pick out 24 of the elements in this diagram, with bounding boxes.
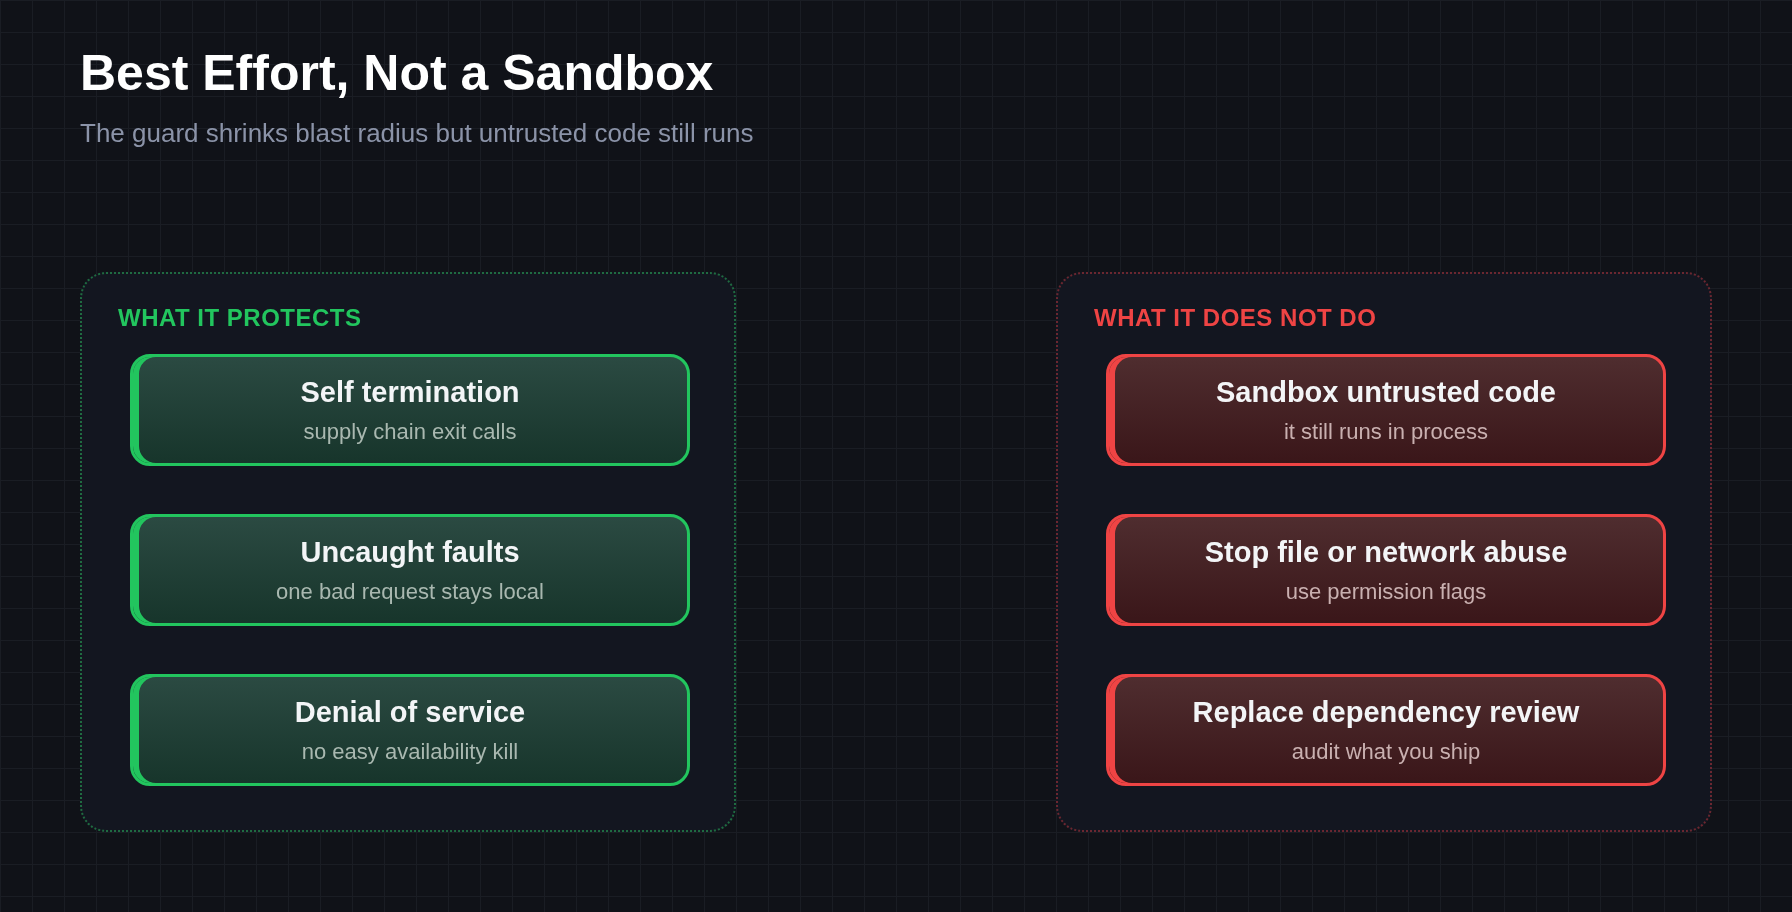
group-panel <box>1056 272 1712 832</box>
item-card <box>1106 514 1666 626</box>
card-subtitle: it still runs in process <box>1283 418 1489 445</box>
card-title: Uncaught faults <box>300 535 520 569</box>
diagram-title: Best Effort, Not a Sandbox <box>80 44 714 102</box>
card-title: Denial of service <box>294 695 526 729</box>
item-card <box>1106 674 1666 786</box>
group-heading: WHAT IT DOES NOT DO <box>1094 304 1377 332</box>
card-subtitle: no easy availability kill <box>301 738 519 765</box>
card-title: Sandbox untrusted code <box>1216 375 1556 409</box>
item-card <box>130 514 690 626</box>
card-subtitle: supply chain exit calls <box>303 418 517 445</box>
card-subtitle: use permission flags <box>1285 578 1487 605</box>
subtitle: The guard shrinks blast radius but untrusted code still runs <box>80 118 754 149</box>
card-title: Stop file or network abuse <box>1204 535 1568 569</box>
group-panel <box>80 272 736 832</box>
group-heading: WHAT IT PROTECTS <box>118 304 362 332</box>
card-subtitle: one bad request stays local <box>276 578 544 605</box>
card-title: Replace dependency review <box>1192 695 1580 729</box>
item-card <box>130 354 690 466</box>
card-subtitle: audit what you ship <box>1291 738 1481 765</box>
item-card <box>1106 354 1666 466</box>
item-card <box>130 674 690 786</box>
card-title: Self termination <box>300 375 520 409</box>
